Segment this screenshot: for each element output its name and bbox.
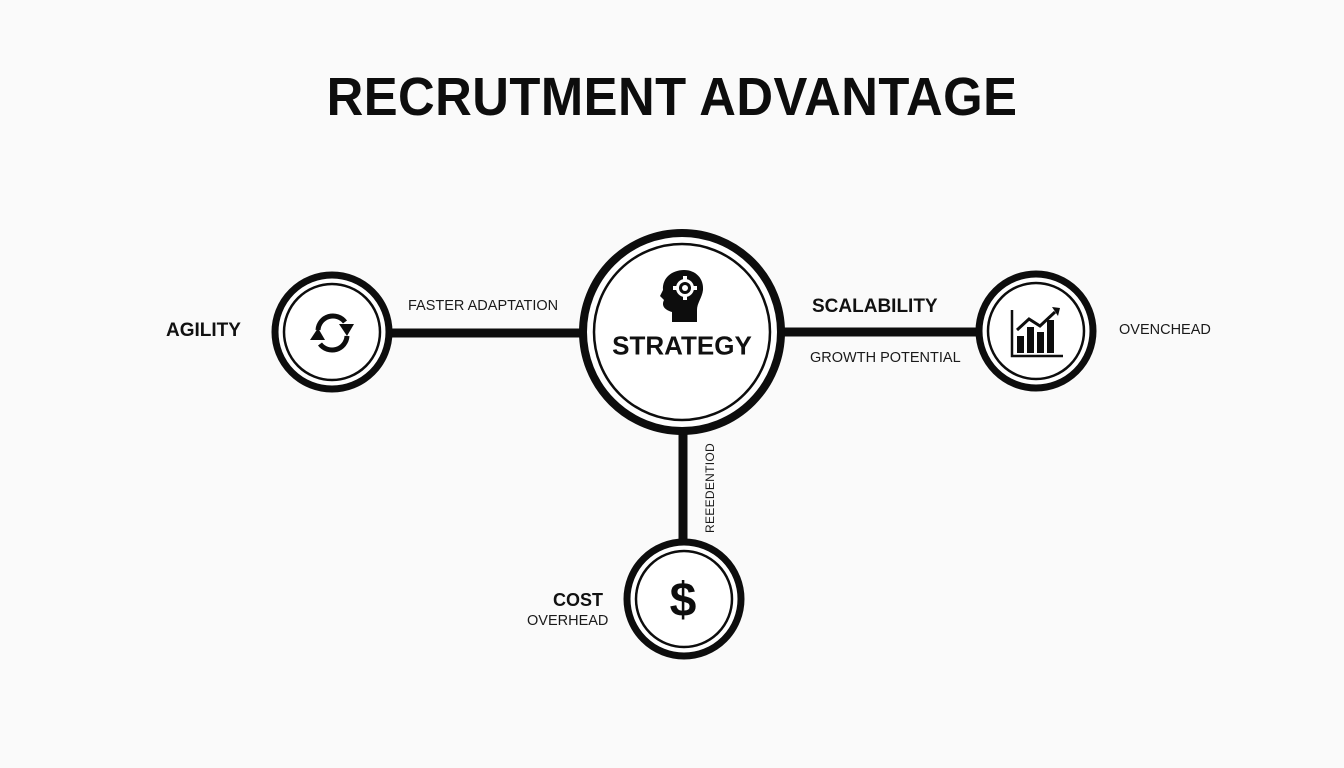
node-strategy[interactable]	[579, 229, 785, 435]
strategy-label: STRATEGY	[612, 330, 752, 361]
refresh-cycle-icon	[310, 313, 354, 353]
growth-chart-icon	[1010, 307, 1063, 358]
node-scalability[interactable]	[975, 270, 1097, 392]
faster-adaptation-label: FASTER ADAPTATION	[408, 298, 559, 314]
connectors	[390, 327, 978, 540]
dollar-icon: $	[670, 574, 697, 627]
agility-label: AGILITY	[166, 320, 241, 341]
node-agility[interactable]	[271, 271, 393, 393]
growth-potential-label: GROWTH POTENTIAL	[810, 350, 961, 366]
diagram-title: RECRUTMENT ADVANTAGE	[326, 67, 1018, 127]
node-cost[interactable]: $	[623, 538, 745, 660]
scalability-label: SCALABILITY	[812, 296, 938, 317]
overhead-side-label: OVENCHEAD	[1119, 322, 1211, 338]
head-gear-icon	[660, 270, 704, 322]
cost-label: COST	[553, 590, 604, 610]
overhead-label: OVERHEAD	[527, 613, 609, 629]
cost-connector-label: REEEDENTIOD	[703, 443, 717, 533]
